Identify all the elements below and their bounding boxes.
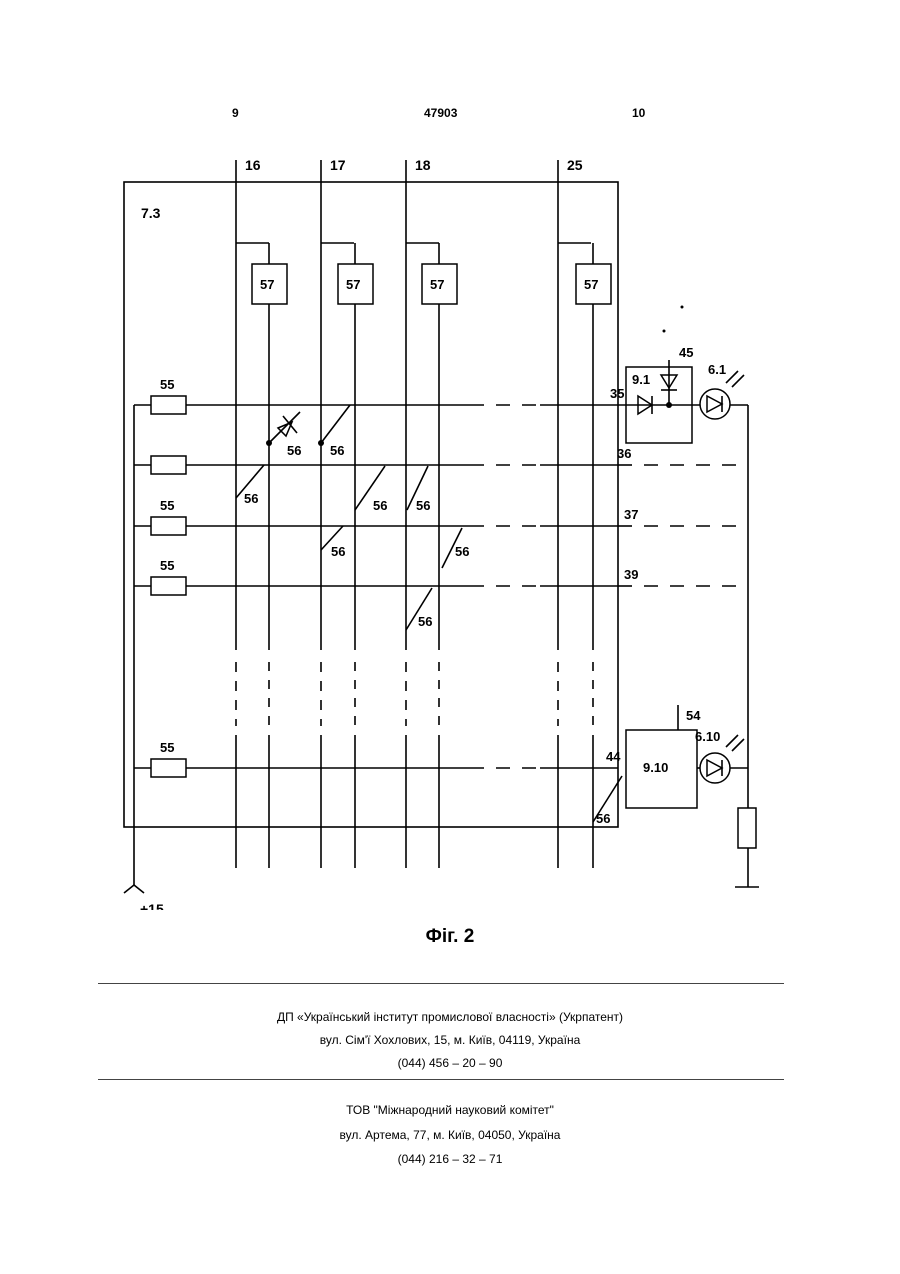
block-9-10-label: 9.10: [643, 760, 668, 775]
switch-lead-17: [321, 405, 350, 443]
row-label-36: 36: [617, 446, 631, 461]
diagonal-56-label-6: 56: [596, 811, 610, 826]
publisher-name: ДП «Український інститут промислової вла…: [0, 1006, 900, 1029]
diagonal-56-label-0: 56: [244, 491, 258, 506]
block-57-label-25: 57: [584, 277, 598, 292]
label-54: 54: [686, 708, 701, 723]
publisher-phone: (044) 456 – 20 – 90: [0, 1052, 900, 1075]
diagonal-56-label-1: 56: [373, 498, 387, 513]
block-9-1-label: 9.1: [632, 372, 650, 387]
publisher-address: вул. Сім'ї Хохлових, 15, м. Київ, 04119,…: [0, 1029, 900, 1052]
printer-phone: (044) 216 – 32 – 71: [0, 1148, 900, 1171]
column-label-17: 17: [330, 157, 346, 173]
column-label-25: 25: [567, 157, 583, 173]
load-resistor: [738, 808, 756, 848]
resistor-55-label-44: 55: [160, 740, 174, 755]
printer-name: ТОВ "Міжнародний науковий комітет": [0, 1099, 900, 1122]
row-label-39: 39: [624, 567, 638, 582]
block-label: 7.3: [141, 205, 161, 221]
resistor-55-row-35: [151, 396, 186, 414]
supply-label: +15: [140, 901, 164, 910]
row-label-37: 37: [624, 507, 638, 522]
resistor-55-row-44: [151, 759, 186, 777]
block-57-label-16: 57: [260, 277, 274, 292]
diagonal-56-label-5: 56: [418, 614, 432, 629]
label-45: 45: [679, 345, 693, 360]
circuit-diagram: 7.3 16 57 17 57 18 57 25 57 +15 55 35 36 55 37 55 39 55 44…: [0, 0, 900, 910]
block-57-label-17: 57: [346, 277, 360, 292]
supply-arrow-right: [134, 885, 144, 893]
resistor-55-label-37: 55: [160, 498, 174, 513]
led-6-1-ray-a: [726, 371, 738, 383]
speck-a: [681, 306, 684, 309]
speck-b: [663, 330, 666, 333]
divider-bottom: [98, 1079, 784, 1080]
supply-arrow-left: [124, 885, 134, 893]
divider-top: [98, 983, 784, 984]
led-6-1-ray-b: [732, 375, 744, 387]
block-57-label-18: 57: [430, 277, 444, 292]
diagonal-56-label-2: 56: [416, 498, 430, 513]
column-label-18: 18: [415, 157, 431, 173]
figure-caption: Фіг. 2: [0, 926, 900, 948]
diode-16-label: 56: [287, 443, 301, 458]
led-6-10-icon: [700, 753, 730, 783]
led-6-10-ray-b: [732, 739, 744, 751]
led-6-1-icon: [700, 389, 730, 419]
diagonal-56-label-4: 56: [455, 544, 469, 559]
led-6-10-ray-a: [726, 735, 738, 747]
column-label-16: 16: [245, 157, 261, 173]
row-label-35: 35: [610, 386, 624, 401]
printer-address: вул. Артема, 77, м. Київ, 04050, Україна: [0, 1124, 900, 1147]
resistor-55-row-39: [151, 577, 186, 595]
resistor-55-row-36: [151, 456, 186, 474]
switch-17-label: 56: [330, 443, 344, 458]
diagonal-56-label-3: 56: [331, 544, 345, 559]
resistor-55-label-39: 55: [160, 558, 174, 573]
resistor-55-row-37: [151, 517, 186, 535]
led-6-1-label: 6.1: [708, 362, 726, 377]
resistor-55-label-35: 55: [160, 377, 174, 392]
row-label-44: 44: [606, 749, 621, 764]
led-6-10-label: 6.10: [695, 729, 720, 744]
